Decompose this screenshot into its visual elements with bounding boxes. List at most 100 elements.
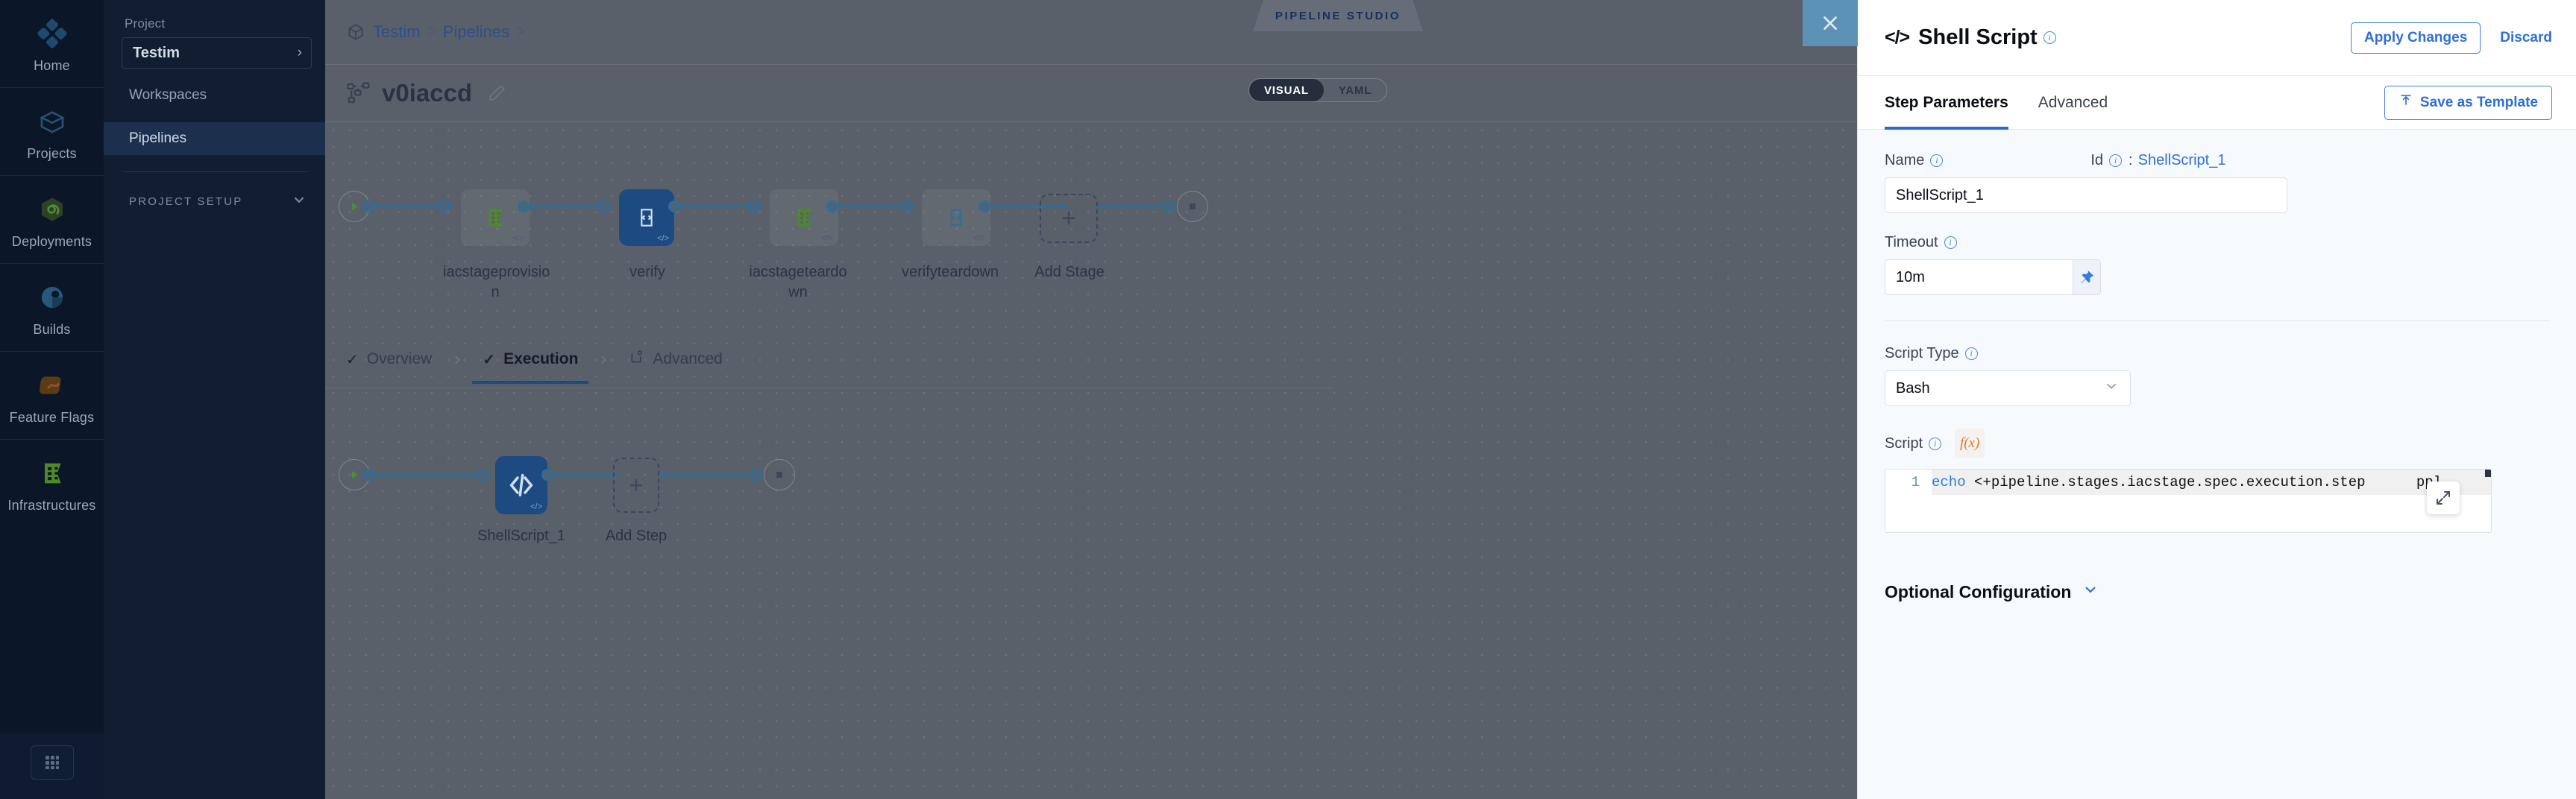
id-label: Id: [2090, 152, 2104, 168]
tab-advanced[interactable]: Advanced: [629, 350, 723, 377]
connector: [677, 206, 755, 208]
nav-divider: [123, 171, 307, 172]
toggle-visual[interactable]: VISUAL: [1249, 79, 1324, 101]
code-brackets-icon: </>: [1885, 27, 1910, 48]
info-icon[interactable]: i: [1929, 437, 1942, 450]
connector: [371, 206, 444, 208]
sidebar-item-deployments[interactable]: Deployments: [0, 176, 104, 263]
port: [439, 200, 450, 212]
connector: [371, 474, 483, 476]
sidebar-item-label: Projects: [27, 146, 77, 161]
pin-icon[interactable]: [2073, 259, 2101, 295]
code-body: <+pipeline.stages.iacstage.spec.executio…: [1965, 474, 2443, 490]
name-row-labels: Name i Id i : ShellScript_1: [1885, 152, 2549, 169]
info-icon[interactable]: i: [1930, 154, 1944, 167]
id-display: Id i : ShellScript_1: [2090, 152, 2225, 169]
optional-configuration-toggle[interactable]: Optional Configuration: [1885, 581, 2549, 603]
grid-apps-icon[interactable]: [30, 745, 74, 780]
breadcrumb-item-testim[interactable]: Testim: [373, 22, 421, 41]
check-icon: ✓: [483, 351, 496, 368]
breadcrumb-separator: >: [516, 23, 526, 40]
code-line: 1 echo <+pipeline.stages.iacstage.spec.e…: [1885, 470, 2491, 495]
add-step-button[interactable]: +: [613, 458, 659, 513]
info-icon[interactable]: i: [2109, 154, 2123, 167]
tab-separator: ›: [600, 349, 607, 369]
expand-fullscreen-icon[interactable]: [2427, 481, 2460, 514]
tab-step-parameters[interactable]: Step Parameters: [1885, 76, 2008, 130]
expression-fx-button[interactable]: f(x): [1955, 429, 1985, 458]
script-type-label: Script Type: [1885, 345, 1959, 361]
project-setup-label: PROJECT SETUP: [129, 195, 243, 208]
timeout-input[interactable]: [1885, 259, 2073, 295]
tab-execution[interactable]: ✓ Execution: [472, 350, 589, 384]
code-brackets-icon: </>: [657, 234, 669, 243]
port: [749, 200, 761, 212]
step-label: ShellScript_1: [477, 528, 565, 544]
view-mode-toggle[interactable]: VISUAL YAML: [1248, 78, 1388, 102]
code-brackets-icon: </>: [821, 234, 833, 243]
step-node-shellscript-1[interactable]: </>: [495, 456, 547, 514]
script-type-label-row: Script Type i: [1885, 345, 2549, 362]
section-divider: [1885, 320, 2549, 321]
tab-label: Execution: [503, 350, 579, 367]
discard-button[interactable]: Discard: [2500, 29, 2552, 45]
name-input[interactable]: [1885, 177, 2287, 213]
script-editor[interactable]: 1 echo <+pipeline.stages.iacstage.spec.e…: [1885, 469, 2492, 533]
sidebar-item-workspaces[interactable]: Workspaces: [129, 87, 207, 103]
add-stage-label: Add Stage: [1034, 264, 1105, 280]
script-type-select[interactable]: Bash: [1885, 370, 2131, 406]
breadcrumb-bar: Testim > Pipelines > PIPELINE STUDIO: [325, 0, 2576, 64]
stage-node-verify[interactable]: </>: [619, 189, 674, 246]
home-diamond-icon: [35, 16, 69, 51]
apply-changes-button[interactable]: Apply Changes: [2350, 22, 2481, 54]
close-icon: [1823, 16, 1837, 30]
panel-title: Shell Script: [1918, 25, 2038, 49]
toggle-yaml[interactable]: YAML: [1338, 83, 1372, 97]
stage-node-iacstageprovision[interactable]: </>: [461, 189, 530, 246]
sidebar-item-label: Builds: [33, 322, 71, 337]
panel-body: Name i Id i : ShellScript_1 Timeout i: [1858, 130, 2576, 533]
add-stage-button[interactable]: +: [1040, 194, 1098, 243]
connector: [1098, 206, 1169, 208]
pipeline-nodes-icon: [346, 80, 371, 106]
sidebar-item-label: Home: [34, 58, 70, 73]
info-icon[interactable]: i: [1964, 347, 1978, 360]
pipeline-title-bar: v0iaccd VISUAL YAML: [325, 64, 2576, 122]
panel-header: </> Shell Script i Apply Changes Discard: [1858, 0, 2576, 76]
breadcrumb-item-pipelines[interactable]: Pipelines: [442, 22, 510, 41]
stage-row: </> </>: [325, 167, 2576, 316]
editor-scrollbar[interactable]: [2485, 470, 2491, 477]
panel-tab-bar: Step Parameters Advanced Save as Templat…: [1858, 76, 2576, 130]
stage-label: verifyteardown: [901, 264, 999, 280]
port: [598, 200, 610, 212]
project-section-label: Project: [125, 16, 166, 31]
info-icon[interactable]: i: [1944, 236, 1957, 249]
project-selector[interactable]: Testim ›: [122, 37, 312, 69]
connector: [527, 206, 604, 208]
projects-box-icon: [35, 104, 69, 139]
info-icon[interactable]: i: [2043, 31, 2056, 44]
sidebar-item-home[interactable]: Home: [0, 0, 104, 87]
tab-panel-advanced[interactable]: Advanced: [2038, 93, 2108, 111]
line-number: 1: [1885, 470, 1932, 495]
project-setup-section[interactable]: PROJECT SETUP: [104, 183, 325, 220]
tab-overview[interactable]: ✓ Overview: [346, 350, 432, 376]
pencil-icon[interactable]: [487, 83, 506, 103]
advanced-gear-icon: [629, 350, 644, 370]
stage-node-verifyteardown[interactable]: </>: [922, 189, 990, 246]
save-as-template-button[interactable]: Save as Template: [2384, 85, 2552, 120]
sidebar-item-builds[interactable]: Builds: [0, 264, 104, 351]
tab-label: Advanced: [653, 350, 723, 367]
script-label: Script: [1885, 435, 1923, 452]
stage-node-iacstageteardown[interactable]: </>: [770, 189, 838, 246]
timeout-label-row: Timeout i: [1885, 234, 2549, 251]
close-panel-button[interactable]: [1803, 0, 1858, 46]
sidebar-item-projects[interactable]: Projects: [0, 88, 104, 175]
sidebar-item-pipelines[interactable]: Pipelines: [104, 122, 325, 155]
sidebar-item-infrastructures[interactable]: Infrastructures: [0, 440, 104, 527]
builds-pie-icon: [35, 280, 69, 315]
sidebar-item-feature-flags[interactable]: Feature Flags: [0, 352, 104, 439]
sidebar-item-label: Feature Flags: [9, 410, 95, 425]
rail-divider: [0, 439, 104, 440]
port: [750, 469, 762, 481]
